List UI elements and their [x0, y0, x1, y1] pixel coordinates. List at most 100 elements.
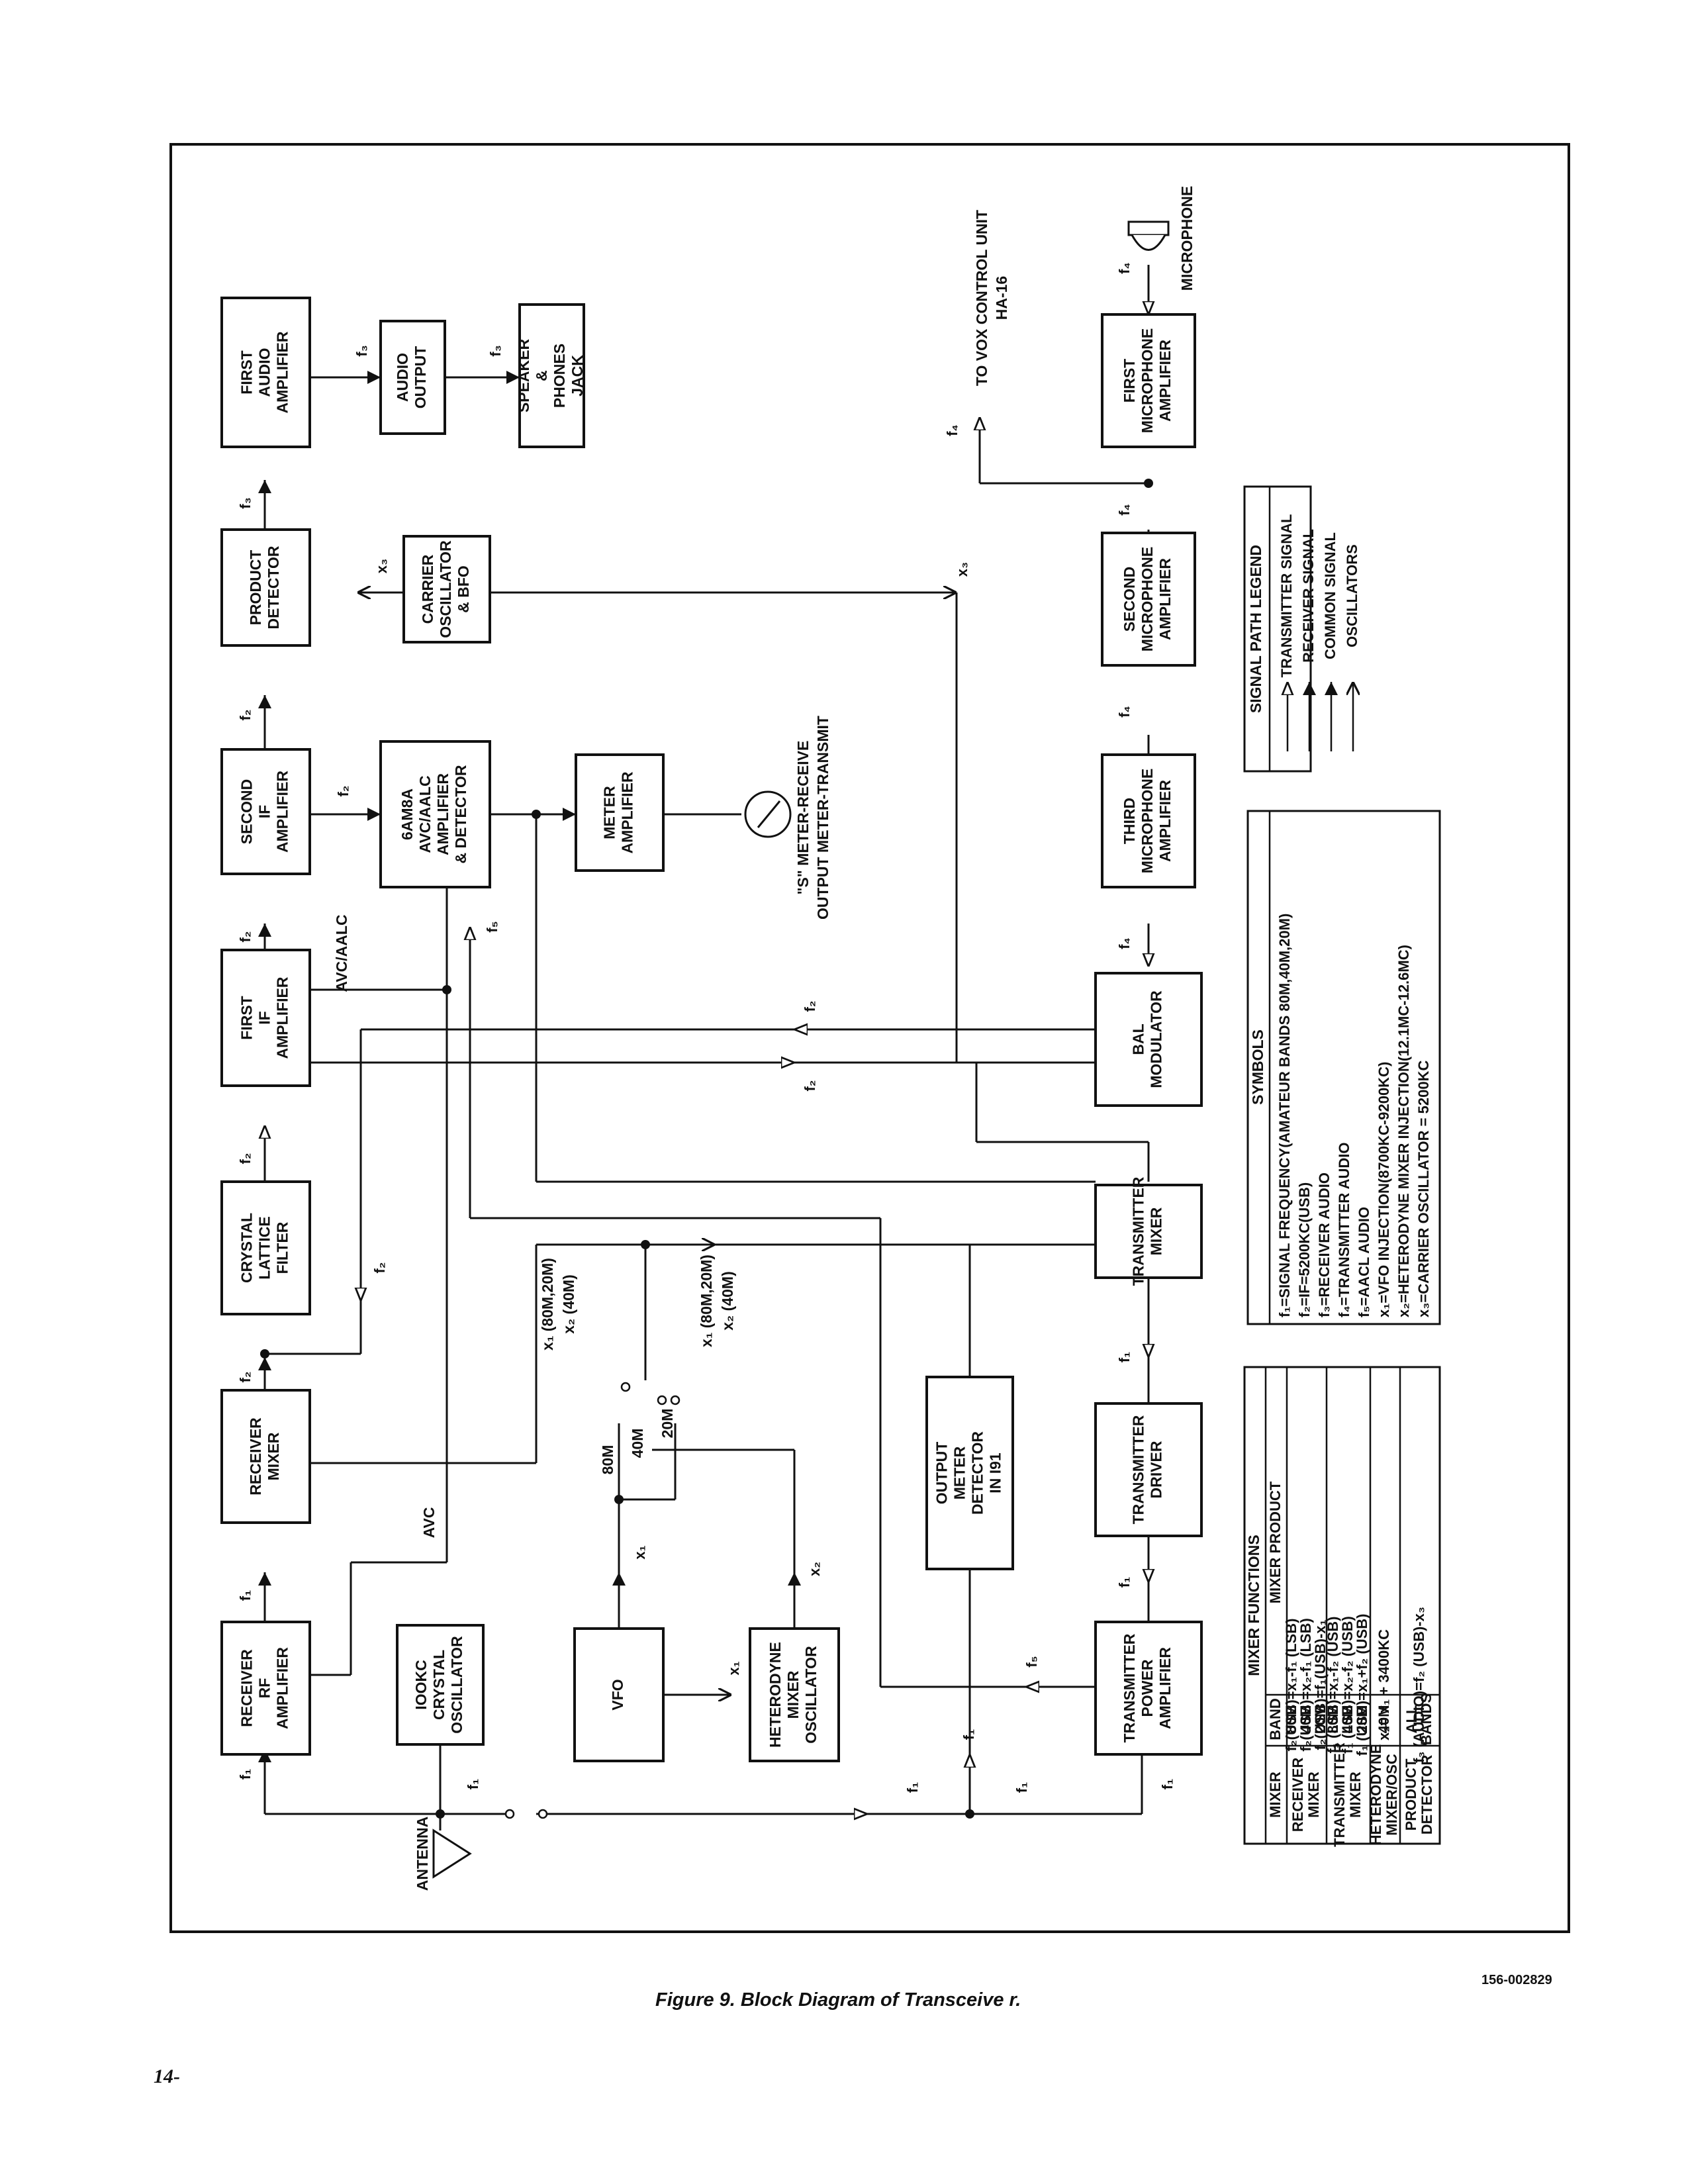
mixer-table-header-mixer-line: MIXER [1267, 1772, 1284, 1818]
signal-symbol-f1-line: f₁ [1013, 1782, 1030, 1793]
mixer-table-row-0-band-line: 20M [1312, 1705, 1329, 1734]
vox-control-label-line: TO VOX CONTROL UNIT [973, 210, 990, 386]
crystal-filter-block-line: CRYSTAL [238, 1213, 256, 1283]
second-mic-amp-block-line: AMPLIFIER [1156, 558, 1174, 640]
mixer-table-box [1243, 1366, 1441, 1845]
transmitter-mixer-block-box [1094, 1184, 1203, 1279]
switch-injection-label-right: x₁ (80M,20M)x₂ (40M) [698, 1255, 736, 1347]
transmitter-mixer-block-line: MIXER [1148, 1207, 1165, 1255]
het-osc-block-line: HETERODYNE [767, 1642, 784, 1748]
signal-symbol-f2: f₂ [237, 1371, 254, 1382]
first-if-amp-block-line: IF [256, 1011, 273, 1024]
switch-injection-label-left-line: x₂ (40M) [560, 1274, 577, 1333]
transmitter-pa-block-line: AMPLIFIER [1156, 1647, 1174, 1729]
speaker-jack-block-line: & [533, 370, 550, 381]
symbols-line-5: x₁=VFO INJECTION(8700KC-9200KC) [1376, 1062, 1392, 1317]
signal-symbol-f2-line: f₂ [237, 1153, 254, 1164]
signal-symbol-f1: f₁ [904, 1782, 921, 1793]
mixer-table-title-line: MIXER FUNCTIONS [1245, 1535, 1262, 1676]
carrier-osc-block-box [402, 535, 491, 643]
product-detector-block-line: PRODUCT [247, 550, 264, 626]
crystal-osc-block-line: IOOKC [412, 1660, 430, 1709]
signal-legend-item-0: TRANSMITTER SIGNAL [1278, 514, 1295, 678]
microphone-label: MICROPHONE [1178, 186, 1196, 291]
signal-symbol-x1-line: x₁ [632, 1545, 648, 1559]
signal-symbol-f4: f₄ [1116, 937, 1133, 949]
output-meter-detector-block-line: METER [951, 1446, 968, 1499]
first-audio-amp-block-line: AMPLIFIER [274, 331, 291, 413]
receiver-mixer-block-line: MIXER [265, 1432, 282, 1480]
avc-amp-block-line: AMPLIFIER [434, 773, 451, 855]
mixer-table-row-0-product: f₂(USB)=x₁-f₁ (LSB)f₂(USB)=x₂-f₁ (LSB)f₂… [1283, 1618, 1329, 1752]
speaker-jack-block-line: JACK [569, 355, 586, 397]
speaker-jack-block-line: PHONES [551, 344, 568, 408]
page-number: 14- [154, 2065, 180, 2087]
crystal-filter-block-line: LATTICE [256, 1216, 273, 1279]
avc-label-line: AVC [420, 1507, 438, 1539]
diagram-frame [169, 143, 1570, 1933]
bal-modulator-block-box [1094, 972, 1203, 1107]
band-switch [504, 1382, 680, 1819]
signal-symbol-f1: f₁ [1116, 1577, 1133, 1588]
meter-function-label-line: "S" METER-RECEIVE [794, 741, 812, 895]
signal-symbol-f2: f₂ [237, 931, 254, 942]
symbols-line-text: x₃=CARRIER OSCILLATOR = 5200KC [1415, 1061, 1432, 1317]
crystal-osc-block-box [396, 1624, 485, 1746]
band-40m-label: 40M [629, 1429, 646, 1458]
symbols-box [1246, 810, 1441, 1325]
third-mic-amp-block-line: MICROPHONE [1139, 769, 1156, 873]
signal-symbol-f2: f₂ [371, 1262, 388, 1273]
signal-legend-item-2-line: COMMON SIGNAL [1322, 532, 1338, 659]
third-mic-amp-block-box [1101, 753, 1196, 888]
junction-dots [260, 479, 1153, 1819]
signal-symbol-f3-line: f₃ [237, 497, 254, 509]
signal-legend-item-3-line: OSCILLATORS [1344, 544, 1360, 647]
signal-symbol-x3-line: x₃ [373, 559, 390, 573]
signal-legend-item-0-line: TRANSMITTER SIGNAL [1278, 514, 1295, 678]
signal-symbol-f2-line: f₂ [802, 1000, 818, 1012]
avc-aalc-label-line: AVC/AALC [333, 914, 350, 992]
avc-amp-block-box [379, 740, 491, 888]
signal-symbol-f1-line: f₁ [1116, 1352, 1133, 1362]
signal-symbol-f1-line: f₁ [465, 1779, 481, 1789]
crystal-filter-block-box [220, 1180, 311, 1315]
signal-symbol-f4-line: f₄ [1116, 937, 1133, 949]
signal-symbol-f4: f₄ [1116, 262, 1133, 274]
signal-legend-item-1-line: RECEIVER SIGNAL [1300, 529, 1317, 663]
band-20m-label-line: 20M [659, 1409, 676, 1439]
vox-control-label-line: HA-16 [993, 276, 1010, 320]
mixer-table-row-2-mixer-line: MIXER/OSC [1383, 1754, 1400, 1836]
figure-caption: Figure 9. Block Diagram of Transceive r. [655, 1989, 1021, 2011]
output-meter-detector-block-line: IN I91 [987, 1452, 1004, 1494]
mixer-table-row-2-band: 40M [1376, 1705, 1392, 1734]
avc-label: AVC [420, 1507, 438, 1539]
product-detector-block-line: DETECTOR [265, 546, 282, 629]
signal-symbol-f1-line: f₁ [961, 1729, 977, 1740]
first-mic-amp-block-box [1101, 313, 1196, 448]
signal-symbol-f5: f₅ [1023, 1656, 1040, 1667]
mixer-table-product-line: f₁ (LSB)=x₁-f₂ (USB) [1325, 1616, 1341, 1753]
symbols-line-4: f₅=AACL AUDIO [1356, 1207, 1372, 1317]
signal-symbol-f2: f₂ [802, 1000, 818, 1012]
signal-symbol-f2-line: f₂ [237, 709, 254, 720]
mixer-table-row-1-band-line: 80M [1325, 1705, 1341, 1734]
mixer-table-product-line: f₂(USB)=f₁(USB)-x₁ [1312, 1619, 1329, 1750]
audio-output-block-box [379, 320, 446, 435]
signal-symbol-f1: f₁ [961, 1729, 977, 1740]
band-80m-label-line: 80M [599, 1445, 616, 1475]
second-if-amp-block-line: AMPLIFIER [274, 771, 291, 853]
signal-symbol-x3: x₃ [954, 562, 970, 577]
signal-symbol-f4-line: f₄ [1116, 706, 1133, 718]
product-detector-block-box [220, 528, 311, 647]
symbols-title: SYMBOLS [1249, 1029, 1266, 1105]
